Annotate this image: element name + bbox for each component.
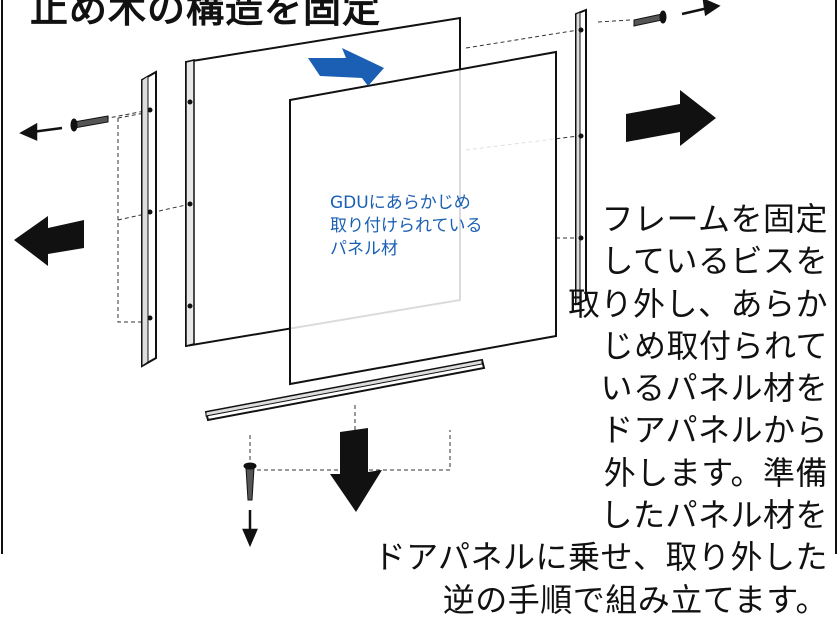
bold-arrow-right-icon [626, 90, 716, 146]
instruction-line: 逆の手順で組み立てます。 [442, 580, 828, 619]
instruction-line: ドアパネルから [601, 411, 828, 450]
panel-label-line: パネル材 [330, 239, 398, 259]
blue-insert-arrow-icon [308, 48, 384, 86]
screw-left-icon [70, 115, 109, 132]
instruction-line: ドアパネルに乗せ、取り外した [373, 538, 828, 577]
right-frame-bar [575, 8, 587, 306]
instruction-line: 外します。準備 [603, 453, 828, 492]
thin-arrows [19, 0, 721, 548]
panel-label-line: GDUにあらかじめ [330, 193, 471, 213]
screw-top-right-icon [633, 10, 667, 27]
exploded-assembly-illustration [1, 0, 837, 554]
panel-label-line: 取り付けられている [330, 216, 483, 236]
bold-arrow-down-icon [330, 428, 382, 512]
instruction-text: フレームを固定 しているビスを 取り外し、あらか じめ取付られて いるパネル材を… [374, 198, 828, 621]
instruction-line: いるパネル材を [600, 369, 828, 408]
instruction-line: 取り外し、あらか [567, 284, 828, 323]
panel-material [289, 50, 557, 386]
page-heading: 止め木の構造を固定 [30, 0, 382, 31]
bold-arrow-left-icon [14, 216, 84, 266]
instruction-line: したパネル材を [600, 496, 828, 535]
screw-bottom-icon [243, 462, 257, 501]
instruction-line: フレームを固定 [601, 200, 828, 238]
instruction-line: じめ取付られて [601, 326, 828, 365]
bottom-frame-bar [204, 358, 486, 422]
panel-material-label: GDUにあらかじめ 取り付けられている パネル材 [330, 192, 550, 261]
left-frame-bar [141, 70, 157, 368]
instruction-line: しているビスを [601, 242, 828, 281]
